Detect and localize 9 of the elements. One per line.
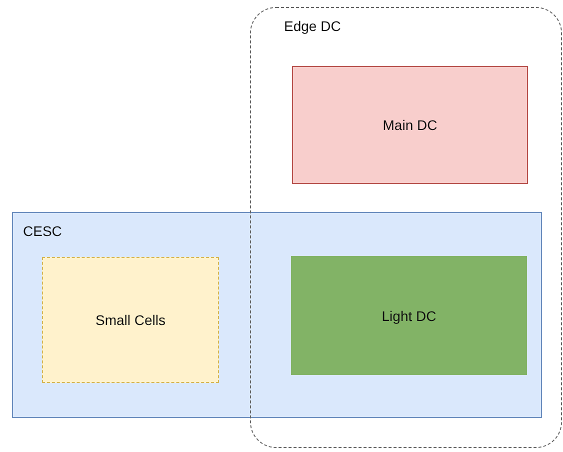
box-label: Main DC <box>382 117 438 133</box>
box-label: Small Cells <box>95 312 166 328</box>
region-label: CESC <box>23 223 62 239</box>
region-label: Edge DC <box>284 18 341 34</box>
process-box <box>291 256 527 375</box>
dashed-box <box>42 257 219 383</box>
process-box <box>292 66 528 184</box>
dashed-region <box>250 7 562 448</box>
box-label: Light DC <box>382 308 436 324</box>
